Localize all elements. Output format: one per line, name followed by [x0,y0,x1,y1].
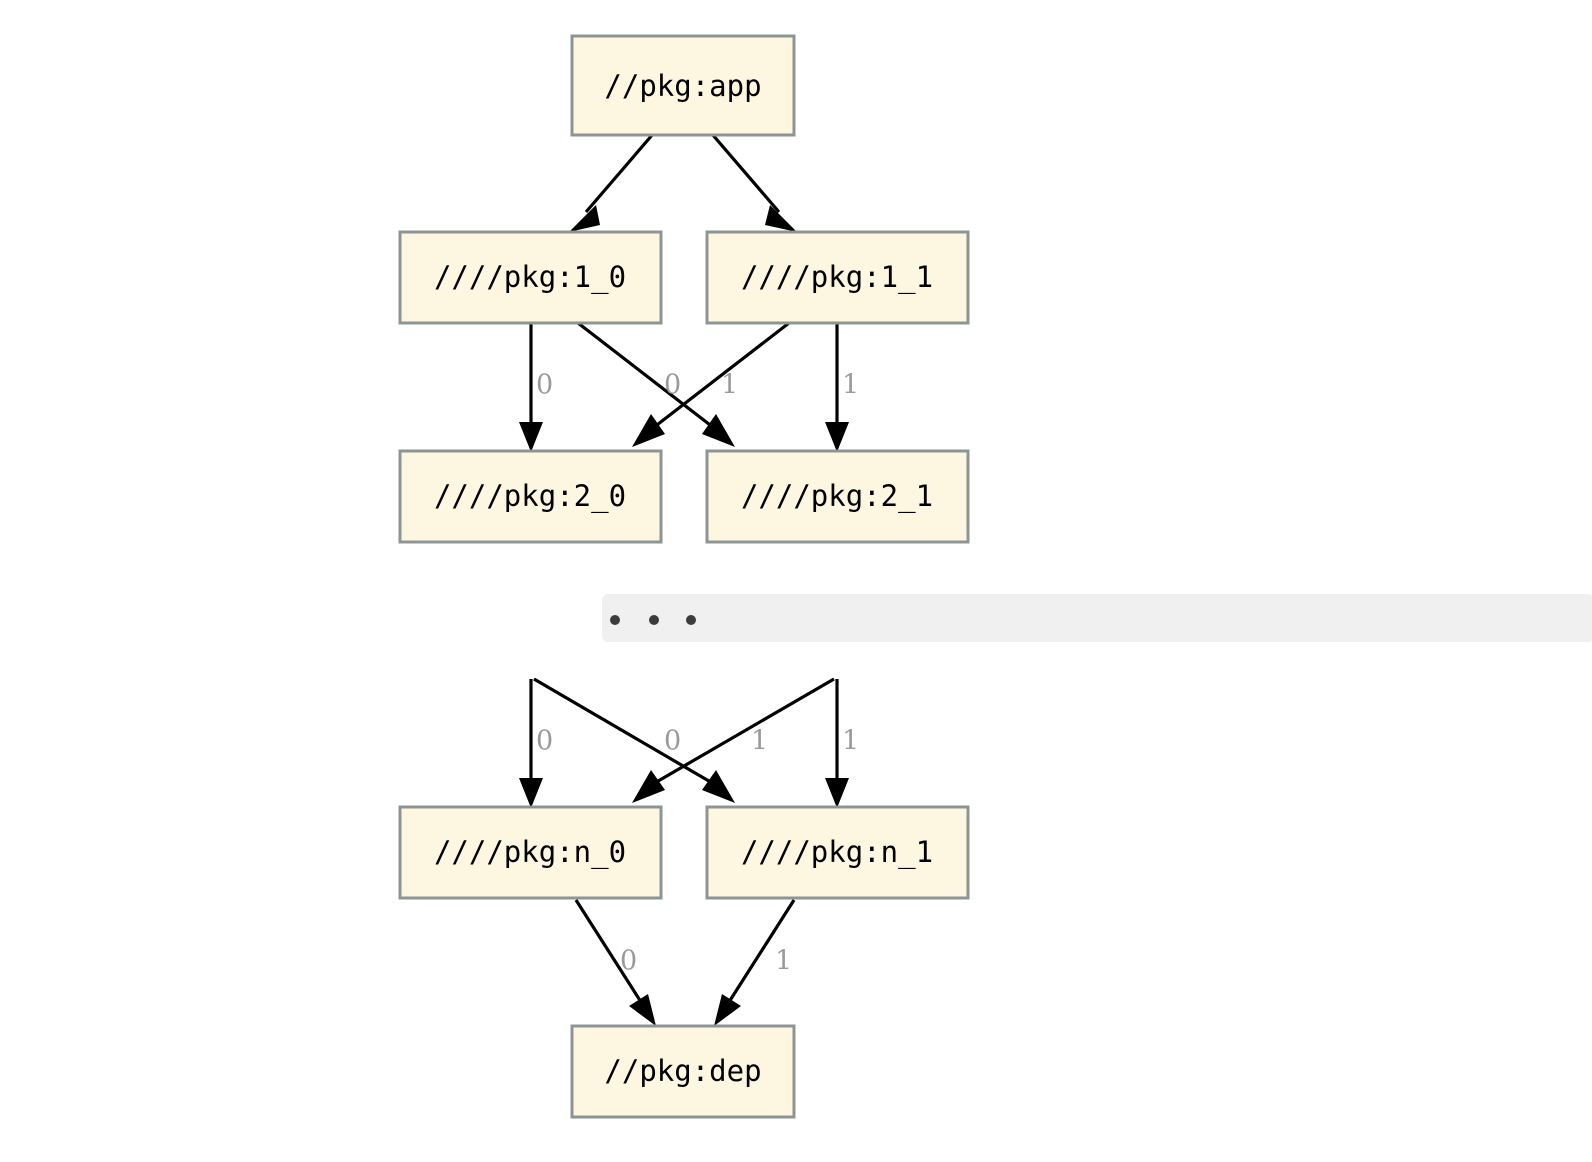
edge-1_1-to-2_1: 1 [825,323,859,452]
node-box[interactable] [705,230,970,325]
edge-label-1_0-2_0: 0 [536,370,553,401]
node-pkg-1_1[interactable]: ////pkg:1_1 [705,230,970,325]
ellipsis-band-group [602,594,1592,642]
edge-label-n_0-dep: 0 [620,946,637,977]
edge-1_1-to-2_0: 1 [632,321,790,447]
ellipsis-dot-2 [649,615,659,625]
edge-elided-to-n_0-cross: 1 [632,677,835,803]
node-label: //pkg:dep [604,1054,761,1088]
edge-line [577,321,715,430]
edge-label-elided-n_1: 1 [842,726,859,757]
arrowhead-icon [702,770,735,803]
edge-label-n_1-dep: 1 [775,946,792,977]
edge-app-to-1_0 [569,132,655,232]
arrowhead-icon [714,994,741,1026]
edge-1_0-to-2_0: 0 [519,323,553,452]
edge-line [727,899,796,1003]
edge-app-to-1_1 [710,132,797,232]
node-pkg-2_1[interactable]: ////pkg:2_1 [705,449,970,544]
node-pkg-1_0[interactable]: ////pkg:1_0 [398,230,663,325]
arrowhead-icon [825,778,849,808]
arrowhead-icon [519,422,543,452]
ellipsis-dot-1 [610,615,620,625]
arrowhead-icon [629,994,656,1026]
node-label: ////pkg:n_0 [434,835,626,870]
edge-line [533,677,715,786]
node-box[interactable] [570,1024,796,1119]
edge-label-elided-n_1-cross: 0 [664,726,681,757]
node-app[interactable]: //pkg:app [570,34,796,137]
arrowhead-icon [519,778,543,808]
node-box[interactable] [705,805,970,900]
edge-line [652,321,790,430]
node-label: //pkg:app [604,69,761,103]
edge-n_0-to-dep: 0 [574,899,656,1026]
edge-line [652,677,835,786]
edge-line [710,132,781,214]
node-label: ////pkg:1_0 [434,260,626,295]
node-pkg-n_1[interactable]: ////pkg:n_1 [705,805,970,900]
node-box[interactable] [398,230,663,325]
arrowhead-icon [825,422,849,452]
node-box[interactable] [570,34,796,137]
arrowhead-icon [632,414,665,447]
edge-line [574,899,643,1003]
node-pkg-n_0[interactable]: ////pkg:n_0 [398,805,663,900]
edge-label-1_1-2_1: 1 [842,370,859,401]
node-label: ////pkg:2_0 [434,479,626,514]
node-box[interactable] [705,449,970,544]
edge-elided-to-n_0-straight: 0 [519,679,553,808]
edge-label-elided-n_0: 0 [536,726,553,757]
edge-label-1_1-2_0: 1 [721,370,738,401]
node-label: ////pkg:2_1 [741,479,933,514]
node-box[interactable] [398,805,663,900]
edge-1_0-to-2_1: 0 [577,321,735,447]
arrowhead-icon [569,205,600,232]
arrowhead-icon [702,414,735,447]
ellipsis-dot-3 [686,615,696,625]
edge-n_1-to-dep: 1 [714,899,796,1026]
edge-elided-to-n_1-straight: 1 [825,679,859,808]
edge-label-1_0-2_1: 0 [664,370,681,401]
edge-elided-to-n_1-cross: 0 [533,677,735,803]
edge-label-elided-n_0-cross: 1 [751,726,768,757]
node-pkg-2_0[interactable]: ////pkg:2_0 [398,449,663,544]
arrowhead-icon [632,770,665,803]
ellipsis-band [602,594,1592,642]
node-label: ////pkg:n_1 [741,835,933,870]
node-box[interactable] [398,449,663,544]
edge-line [584,132,655,214]
node-dep[interactable]: //pkg:dep [570,1024,796,1119]
node-label: ////pkg:1_1 [741,260,933,295]
arrowhead-icon [765,205,797,232]
